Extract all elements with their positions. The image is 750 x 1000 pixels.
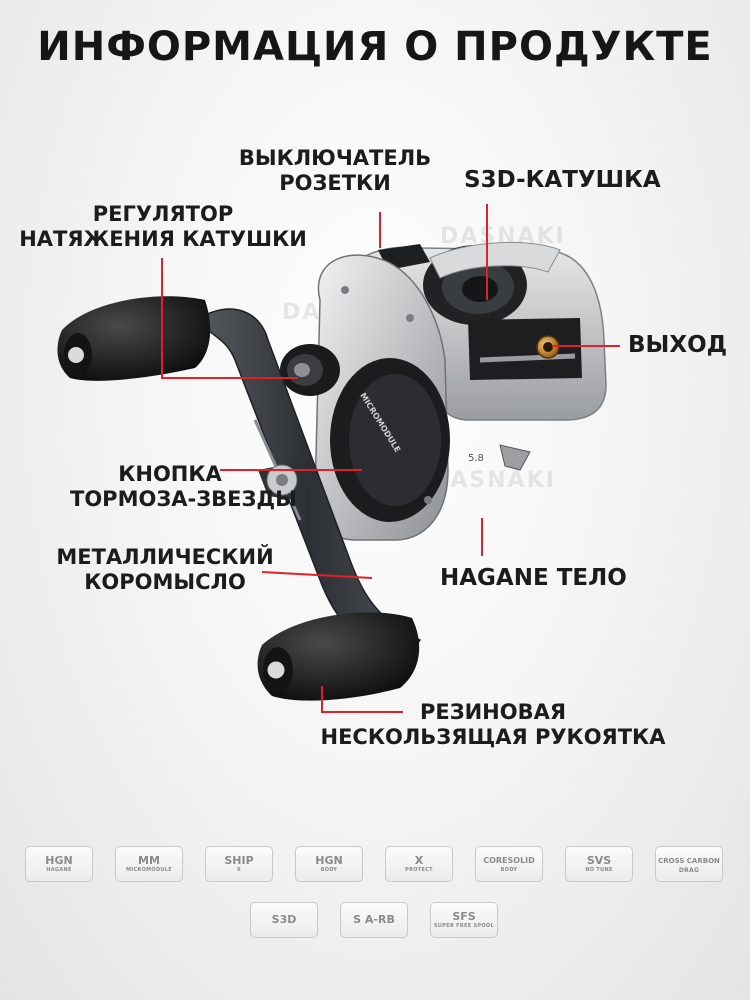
label-exit: ВЫХОД — [628, 332, 728, 358]
label-tension: РЕГУЛЯТОР НАТЯЖЕНИЯ КАТУШКИ — [19, 202, 307, 251]
badge-s-arb: S A-RB — [340, 902, 408, 938]
leader-lines — [161, 204, 620, 713]
gear-ratio-text: 5.8 — [468, 453, 484, 464]
label-arm: МЕТАЛЛИЧЕСКИЙ КОРОМЫСЛО — [56, 545, 274, 594]
handle-arm — [199, 308, 422, 661]
label-spool: S3D-КАТУШКА — [464, 167, 661, 193]
leader-arm — [261, 571, 373, 579]
leader-tension — [161, 258, 298, 379]
watermark: DASNAKI — [430, 468, 556, 493]
label-grip: РЕЗИНОВАЯ НЕСКОЛЬЗЯЩАЯ РУКОЯТКА — [320, 700, 666, 749]
badge-s3d: S3D — [250, 902, 318, 938]
brake-lever — [499, 444, 531, 471]
side-plate: MICROMODULE 5.8 — [280, 254, 531, 541]
page-title: ИНФОРМАЦИЯ О ПРОДУКТЕ — [37, 24, 713, 70]
upper-handle-knob — [57, 296, 211, 381]
leader-grip — [321, 686, 403, 713]
lower-handle-knob — [257, 612, 420, 701]
label-switch: ВЫКЛЮЧАТЕЛЬ РОЗЕТКИ — [238, 146, 432, 195]
label-drag: КНОПКА ТОРМОЗА-ЗВЕЗДЫ — [70, 462, 297, 511]
label-body: HAGANE ТЕЛО — [440, 565, 627, 591]
